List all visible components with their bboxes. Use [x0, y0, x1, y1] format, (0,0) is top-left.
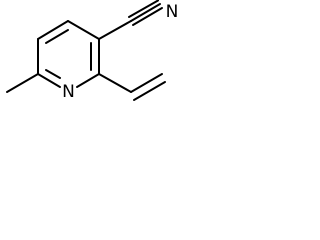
vinyl-double-inner: [133, 81, 166, 101]
pyridine-ring: [37, 20, 100, 88]
triple-bond-lower: [132, 7, 163, 26]
nitrile-nitrogen-label: N: [166, 2, 179, 22]
bond-c3-cn: [98, 20, 132, 40]
bond-c6-n1-outer: [37, 73, 61, 88]
bond-c4-c5-outer: [37, 20, 69, 40]
structure-diagram: N N: [6, 0, 179, 102]
bond-n1-c2: [76, 73, 100, 88]
bond-c6-n1-inner: [45, 69, 61, 79]
vinyl-double-outer: [130, 73, 163, 93]
triple-bond-center: [130, 3, 161, 22]
nitrile-group: [98, 0, 163, 40]
bond-c4-c5-inner: [45, 29, 69, 44]
bond-c6-methyl: [6, 73, 39, 93]
ring-nitrogen-label: N: [62, 82, 75, 102]
triple-bond-upper: [128, 0, 159, 18]
vinyl-group: [98, 73, 166, 101]
bond-c3-c4: [67, 20, 100, 40]
bond-c2-vinyl: [98, 73, 132, 93]
methyl-group: [6, 73, 39, 93]
